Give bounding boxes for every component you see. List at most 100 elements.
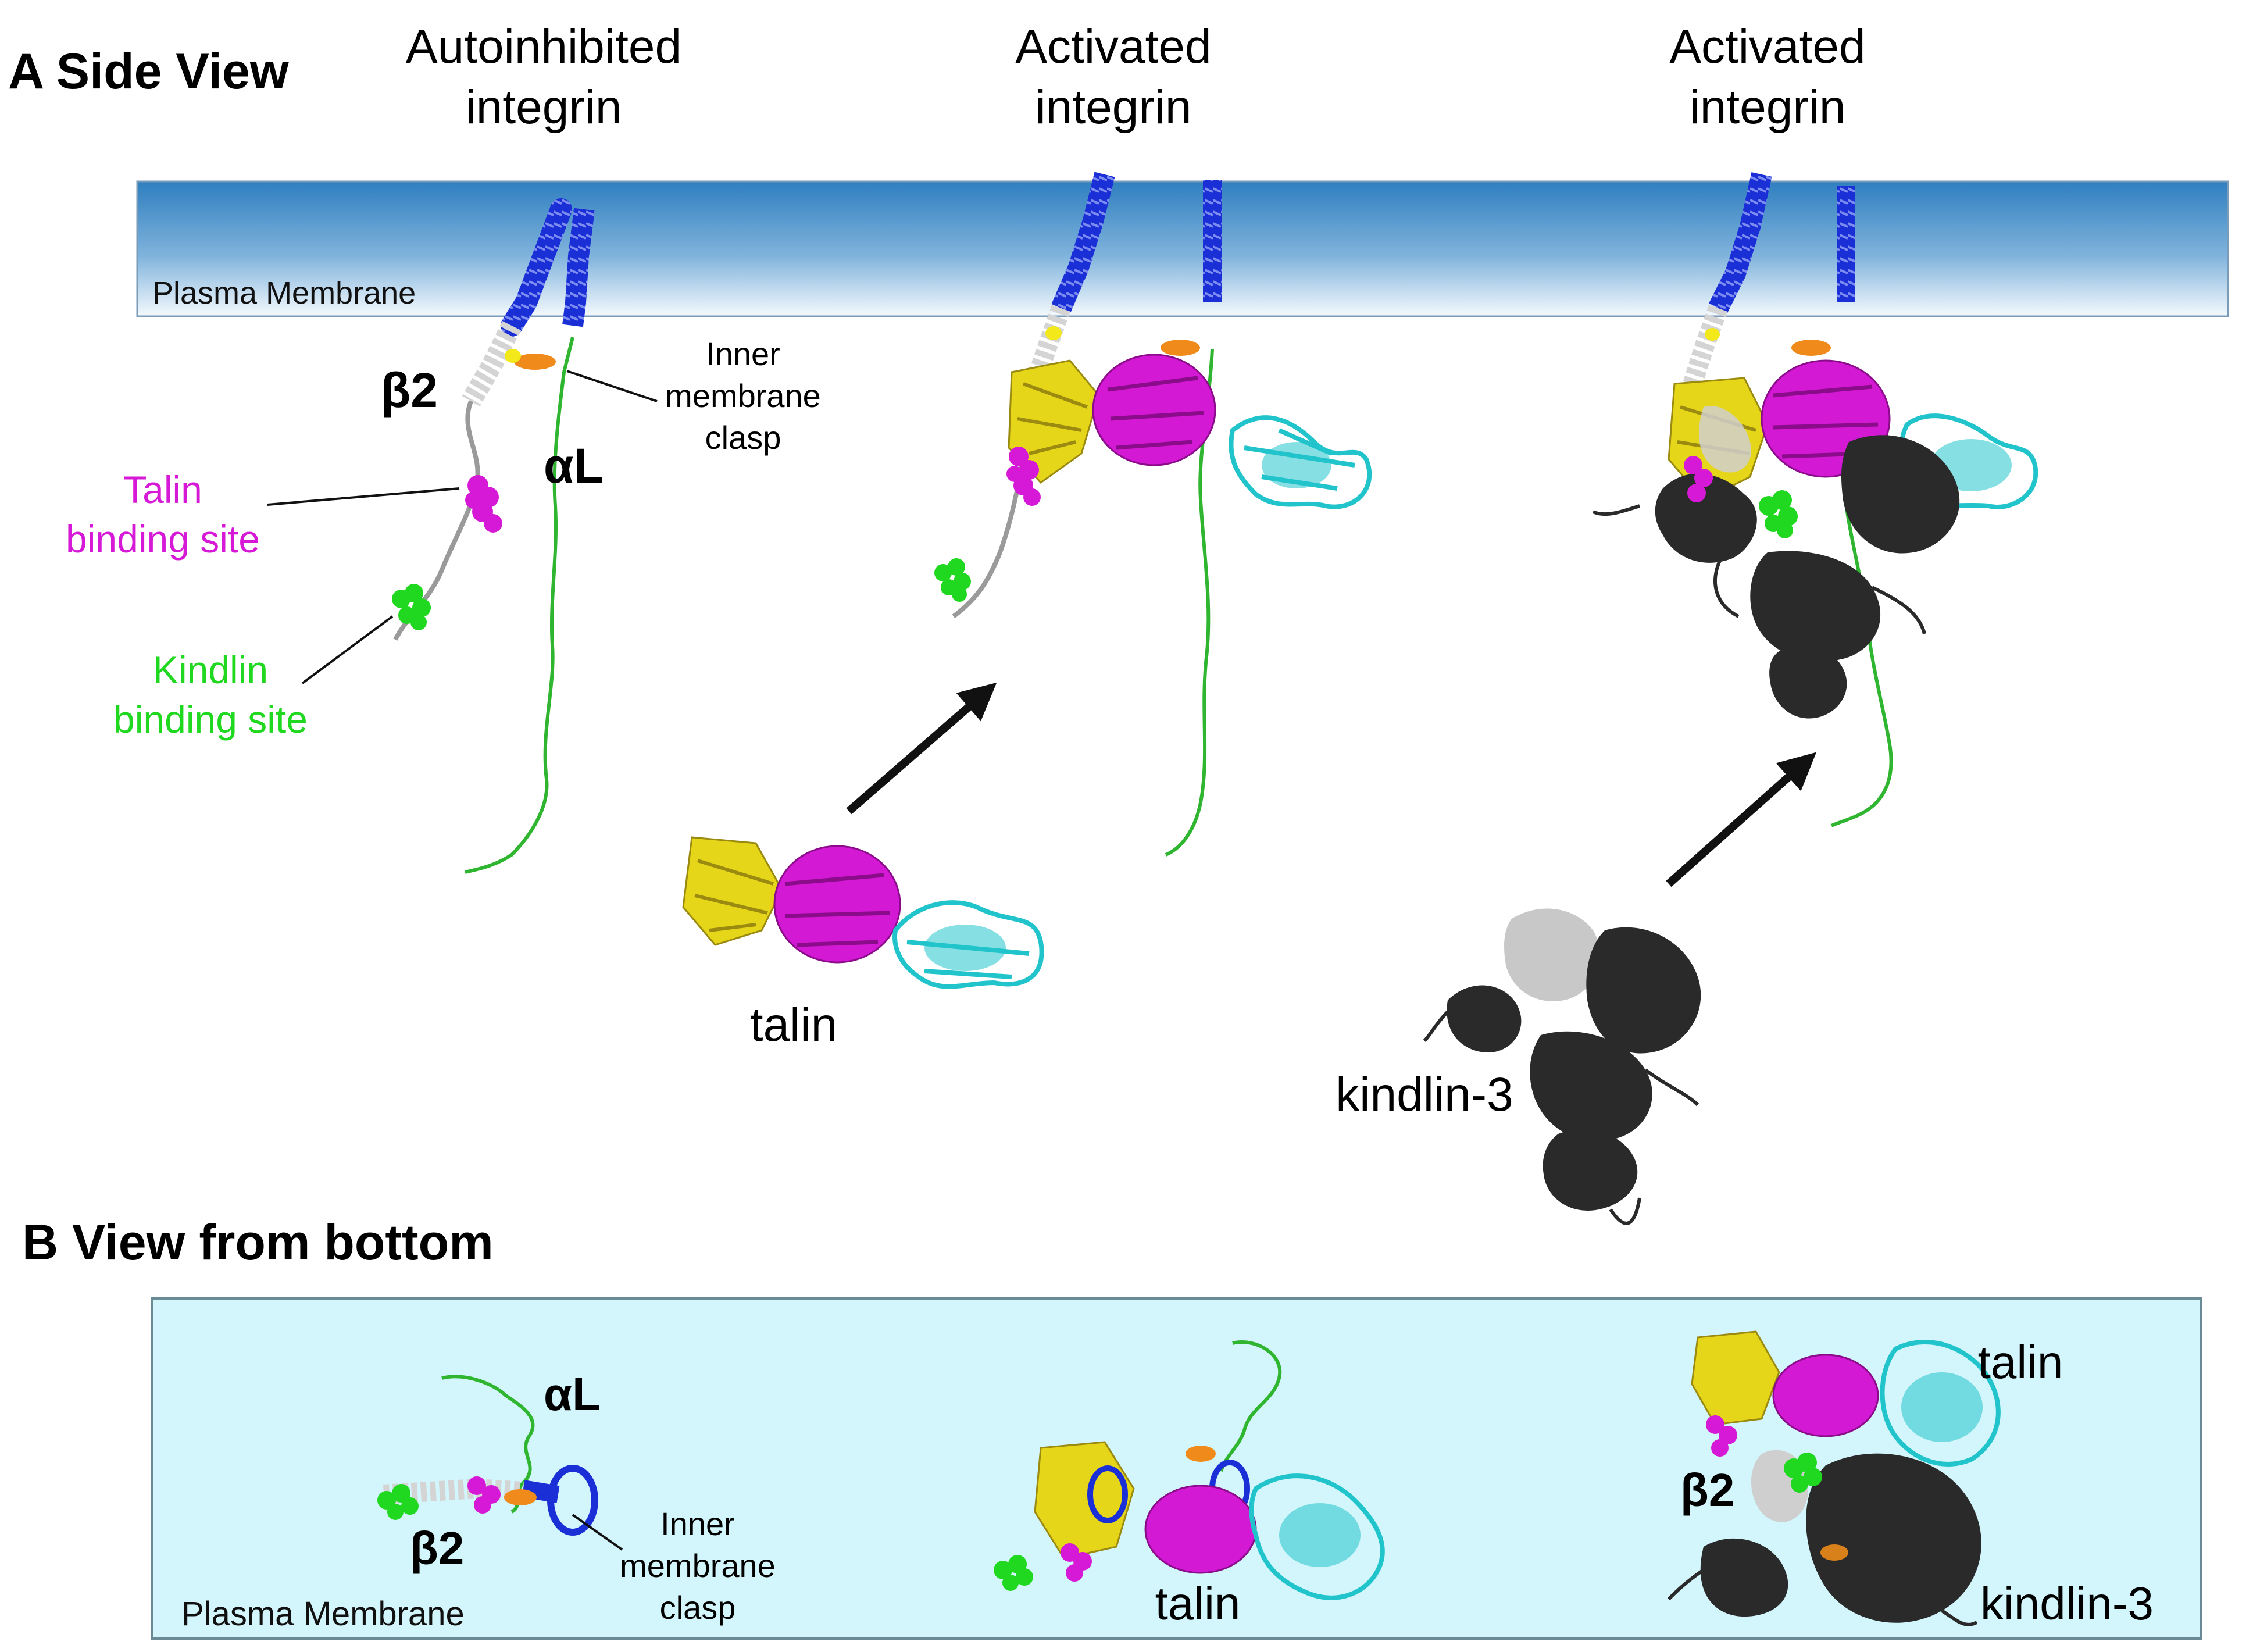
talin-f3-domain [892, 900, 1044, 989]
talin-activated-integrin [934, 172, 1372, 857]
bottom-view-talin-kindlin-activated [1667, 1330, 2001, 1626]
kindlin-3-bound [1667, 1450, 1981, 1626]
talin-f2-domain [1092, 354, 1216, 466]
clasp-residue-yellow [505, 349, 521, 363]
beta2-cyto-helix [1679, 305, 1728, 399]
kindlin-binding-site-spheres [1759, 490, 1798, 538]
kindlin-3-label-b: kindlin-3 [1980, 1578, 2154, 1629]
kindlin-3-bound [1592, 406, 1960, 719]
clasp-label-line3: clasp [705, 419, 781, 456]
alphaL-tail [1219, 1340, 1282, 1472]
leader-line-clasp [566, 370, 658, 402]
column-title-activated-talin: Activated integrin [1015, 20, 1211, 134]
talin-f1-domain [1691, 1330, 1780, 1426]
kindlin-loop [1423, 1010, 1699, 1225]
kindlin-loop [1592, 504, 1926, 634]
column-title-line1: Autoinhibited [406, 20, 681, 73]
beta2-tm-helix [501, 198, 572, 337]
talin-binding-site-spheres [1706, 1415, 1737, 1457]
kindlin-site-line2: binding site [113, 698, 308, 741]
plasma-membrane-label: Plasma Membrane [152, 276, 416, 311]
talin-f3-domain [1229, 415, 1372, 509]
kindlin-binding-site-spheres [377, 1484, 419, 1520]
autoinhibited-integrin [267, 198, 658, 874]
beta2-label-b-right: β2 [1680, 1464, 1734, 1516]
kindlin-f3-domain [1769, 645, 1847, 719]
clasp-residue-yellow [1705, 328, 1720, 341]
alphaL-tail [1165, 348, 1214, 857]
clasp-residue-orange [514, 354, 556, 370]
panel-b-heading: B View from bottom [22, 1215, 494, 1271]
talin-binding-site-spheres [1061, 1543, 1092, 1582]
alphaL-tail [1830, 476, 1893, 827]
column-title-line2: integrin [1036, 81, 1192, 134]
clasp-residue-orange [1186, 1446, 1216, 1462]
talin-f3-domain [1880, 1340, 2001, 1467]
kindlin-binding-site-spheres [934, 558, 971, 602]
leader-line-clasp [572, 1514, 623, 1551]
talin-f2-domain [1144, 1485, 1257, 1574]
talin-binding-site-spheres [467, 1476, 501, 1514]
kindlin-pale-region [1698, 406, 1751, 473]
beta2-label-b-left: β2 [410, 1522, 464, 1574]
talin-site-line2: binding site [66, 518, 260, 561]
alphaL-label: αL [544, 438, 604, 493]
kindlin-pale-region [1504, 908, 1600, 1001]
column-title-line2: integrin [1690, 81, 1846, 134]
beta2-tm-helix [1708, 172, 1772, 313]
talin-f2-domain [1772, 1354, 1879, 1437]
arrow-icon [1666, 752, 1817, 887]
plasma-membrane-side [136, 180, 2229, 317]
beta2-tm-helix [522, 1480, 560, 1503]
talin-binding-site-spheres [465, 475, 502, 533]
bottom-view-autoinhibited [377, 1375, 623, 1551]
talin-f2-domain [773, 845, 901, 964]
talin-f3-domain [1249, 1473, 1385, 1600]
column-title-activated-kindlin: Activated integrin [1669, 20, 1865, 134]
talin-binding-site-spheres [1684, 456, 1713, 502]
inner-membrane-clasp-label: Inner membrane clasp [665, 336, 821, 456]
beta2-label: β2 [381, 363, 438, 418]
talin-kindlin-activated-integrin [1592, 172, 2038, 827]
kindlin-f1-domain [1586, 927, 1701, 1054]
talin-f1-domain [682, 836, 783, 946]
beta2-cyto-helix [462, 320, 522, 407]
column-title-autoinhibited: Autoinhibited integrin [406, 20, 681, 134]
clasp-label-line3: clasp [660, 1589, 736, 1626]
alphaL-tail [465, 337, 574, 874]
kindlin-site-line1: Kindlin [153, 648, 268, 691]
inner-membrane-clasp-label-b: Inner membrane clasp [620, 1505, 776, 1626]
column-title-line1: Activated [1015, 20, 1211, 73]
kindlin-f0-domain [1700, 1538, 1788, 1617]
kindlin-f2-domain [1530, 1031, 1652, 1141]
talin-binding-site-label: Talin binding site [66, 468, 260, 561]
leader-line-talin-site [267, 487, 460, 506]
clasp-label-line1: Inner [660, 1505, 735, 1542]
beta2-tm-helix [1051, 172, 1115, 313]
clasp-residue-orange [1791, 340, 1831, 356]
clasp-residue-orange [504, 1489, 537, 1505]
kindlin-binding-site-spheres [994, 1555, 1033, 1591]
kindlin-f2-domain [1750, 551, 1881, 662]
arrow-icon [846, 682, 997, 815]
column-title-line1: Activated [1669, 20, 1865, 73]
leader-line-kindlin-site [301, 615, 394, 684]
panel-a-heading: A Side View [8, 44, 290, 99]
clasp-label-line2: membrane [665, 377, 821, 414]
beta2-tm-helix-end [1087, 1465, 1128, 1523]
talin-site-line1: Talin [123, 468, 202, 511]
clasp-label-line1: Inner [706, 336, 780, 372]
kindlin-f0-domain [1655, 473, 1757, 563]
alphaL-label-b: αL [544, 1368, 601, 1420]
alphaL-tm-helix [562, 208, 595, 327]
kindlin-loop [1667, 1568, 1978, 1626]
column-title-line2: integrin [466, 81, 622, 134]
kindlin-binding-site-label: Kindlin binding site [113, 648, 308, 741]
kindlin-binding-site-spheres [1784, 1453, 1822, 1493]
talin-label: talin [750, 998, 837, 1051]
clasp-label-line2: membrane [620, 1547, 776, 1584]
kindlin-3-label: kindlin-3 [1336, 1068, 1513, 1121]
talin-binding-site-spheres [1006, 447, 1041, 506]
clasp-residue-orange [1161, 340, 1200, 356]
